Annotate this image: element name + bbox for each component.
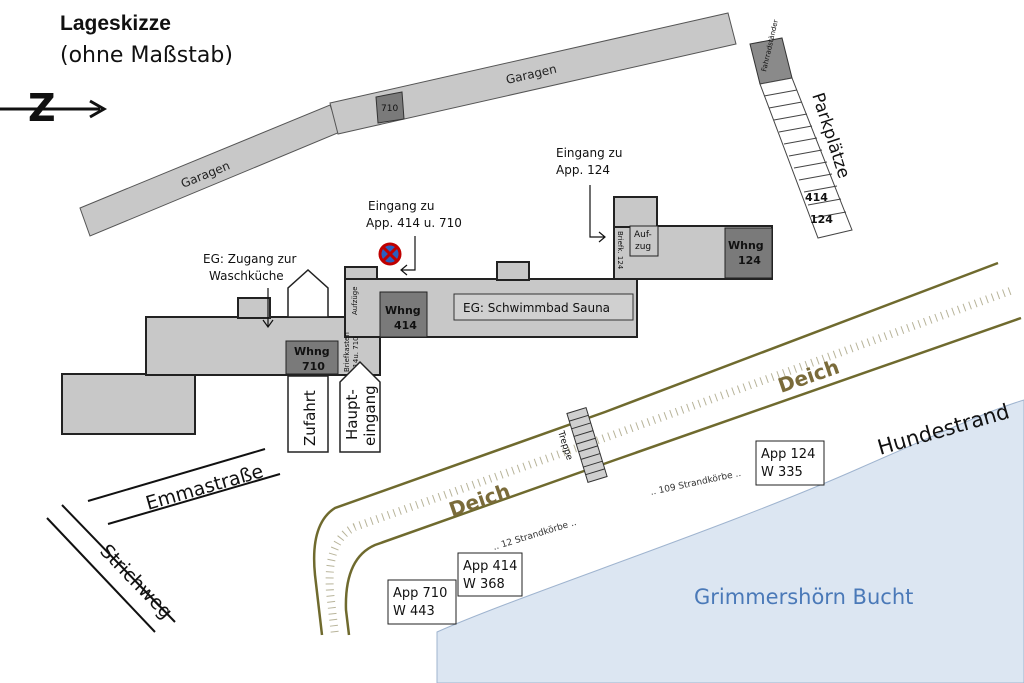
main-entrance-label-2: eingang (361, 385, 379, 446)
unit-710-l1: Whng (294, 345, 330, 358)
elevator-l2: zug (635, 242, 651, 252)
garage-710 (375, 91, 405, 124)
beach-chairs-12: .. 12 Strandkörbe .. (492, 518, 578, 553)
map-subtitle: (ohne Maßstab) (60, 43, 233, 68)
unit-414-l2: 414 (394, 319, 417, 332)
emmastrasse-label: Emmastraße (143, 460, 265, 515)
entrance-124-label-1: Eingang zu (556, 146, 622, 160)
laundry-label-1: EG: Zugang zur (203, 252, 296, 266)
emmastrasse-line-top (87, 448, 266, 502)
bay-label: Grimmershörn Bucht (694, 585, 913, 609)
north-arrow-icon: Z (0, 86, 108, 130)
pool-room (453, 293, 634, 321)
emmastrasse-line-bottom (107, 473, 281, 525)
stairs-label: Treppe (555, 429, 574, 462)
app-710-box (387, 579, 457, 625)
map-title: Lageskizze (60, 12, 171, 35)
app-124-box-l1: App 124 (761, 447, 815, 462)
app-414-box-l1: App 414 (463, 559, 517, 574)
parking-area: Fahrradständer 414 124 Parkplätze (749, 19, 854, 239)
strichweg-line-right (61, 504, 176, 623)
parking-124: 124 (810, 213, 833, 226)
main-entrance-sign (339, 360, 381, 453)
app-124-box (755, 440, 825, 486)
app-414-box (457, 552, 523, 597)
parking-414: 414 (805, 191, 828, 204)
pool-label: EG: Schwimmbad Sauna (463, 301, 610, 315)
mailbox-710-label-b: 414u. 710 (352, 336, 360, 372)
app-124-box-l2: W 335 (761, 465, 803, 480)
unit-414 (379, 291, 428, 338)
garage-block-right (329, 12, 737, 135)
unit-414-l1: Whng (385, 304, 421, 317)
laundry-entrance-marker (287, 268, 329, 318)
dike-stairs (566, 407, 608, 483)
dike-centerline (325, 287, 1012, 636)
north-letter: Z (28, 86, 56, 130)
entrance-414-label-1: Eingang zu (368, 199, 434, 213)
entrance-414-label-2: App. 414 u. 710 (366, 216, 462, 230)
mailbox-710-label-a: Briefkasten (343, 332, 351, 372)
dike-line-outer (312, 261, 999, 636)
app-710-box-l2: W 443 (393, 604, 435, 619)
unit-124-l1: Whng (728, 239, 764, 252)
unit-710-l2: 710 (302, 360, 325, 373)
driveway-sign (287, 375, 329, 453)
elevators-label: Aufzüge (351, 286, 359, 315)
entrance-414-arrow-icon (402, 236, 416, 271)
bay-water (436, 399, 1024, 683)
strichweg-line-left (46, 517, 156, 633)
driveway-label: Zufahrt (301, 390, 319, 446)
app-414-box-l2: W 368 (463, 577, 505, 592)
entrance-124-label-2: App. 124 (556, 163, 610, 177)
laundry-label-2: Waschküche (209, 269, 284, 283)
dike-line-inner (344, 316, 1022, 636)
no-parking-icon (378, 242, 402, 266)
main-entrance-label-1: Haupt- (343, 389, 361, 440)
garage-710-label: 710 (381, 104, 398, 114)
mailbox-124-label: Briefk. 124 (616, 231, 624, 270)
unit-710 (285, 340, 339, 375)
elevator-l1: Auf- (634, 230, 652, 240)
unit-124 (724, 227, 773, 279)
app-710-box-l1: App 710 (393, 586, 447, 601)
beach-chairs-109: .. 109 Strandkörbe .. (650, 469, 742, 498)
entrance-124-arrow-icon (589, 185, 604, 238)
unit-124-l2: 124 (738, 254, 761, 267)
